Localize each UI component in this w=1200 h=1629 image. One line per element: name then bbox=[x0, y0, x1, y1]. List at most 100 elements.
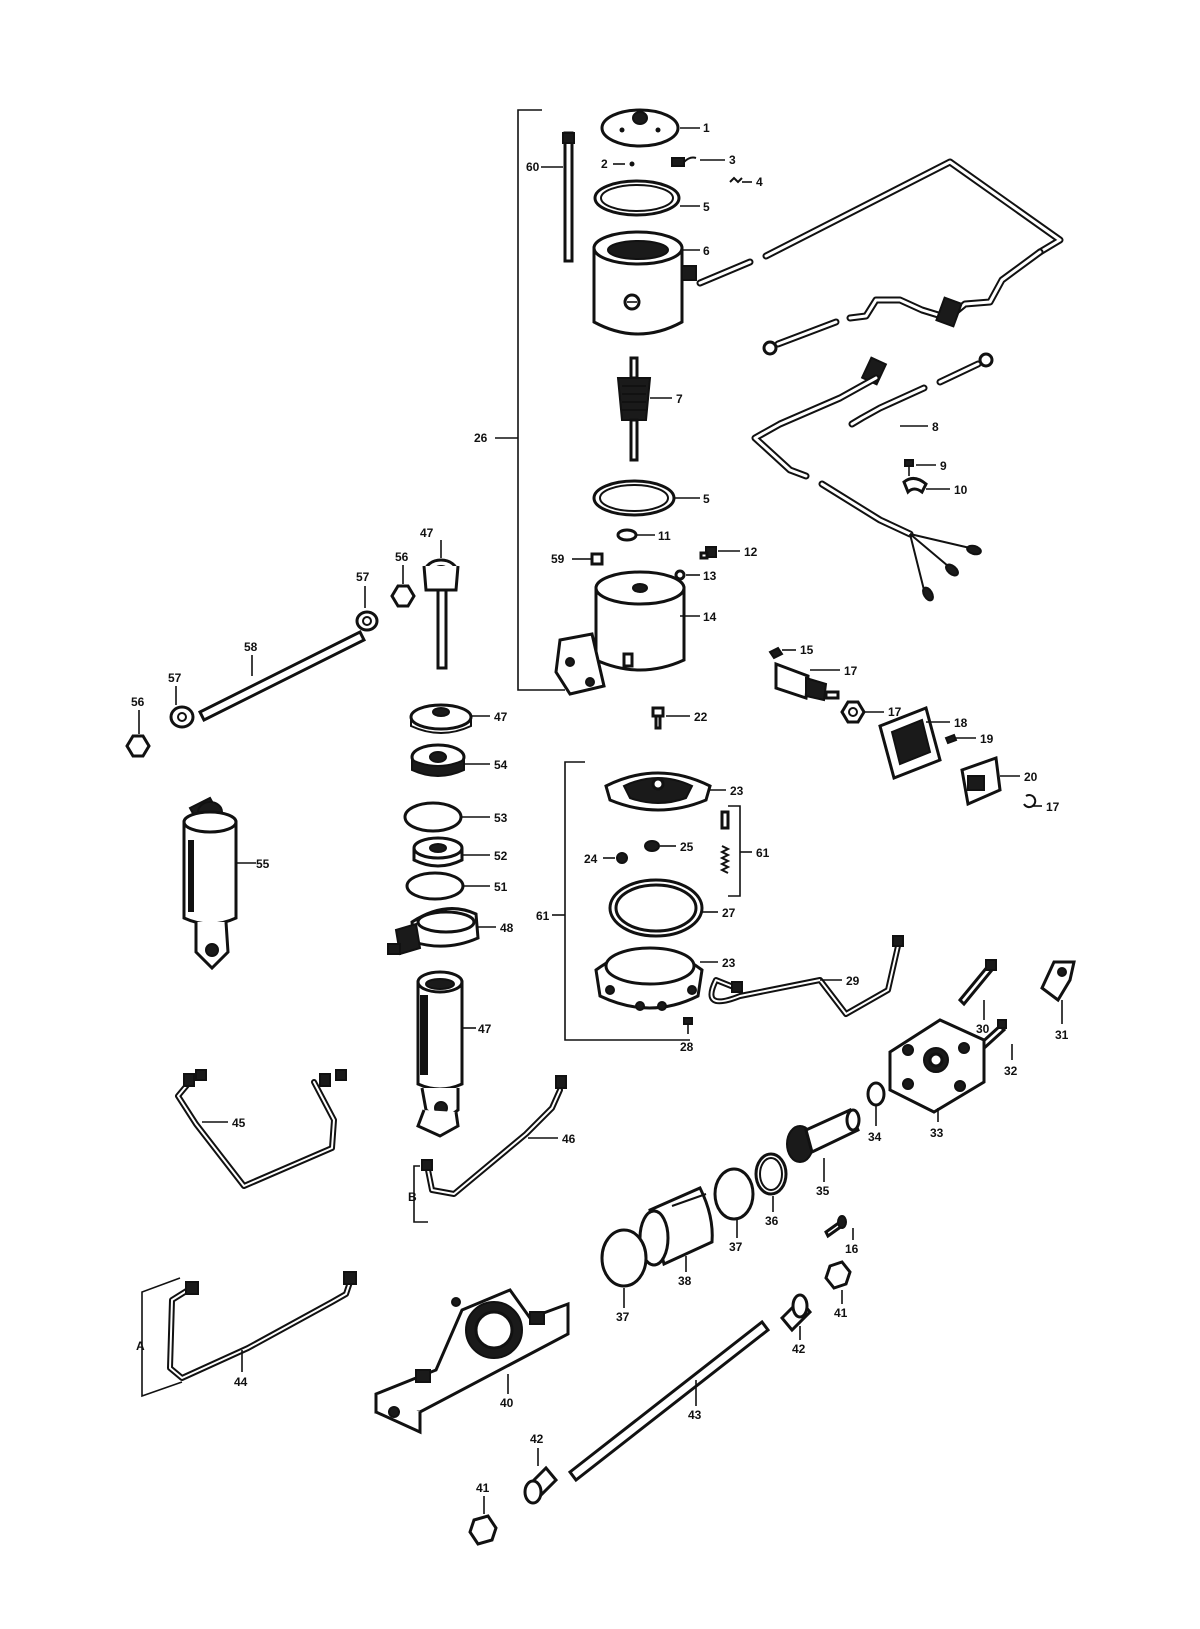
bracket-61-small bbox=[728, 805, 741, 897]
part-18-mounting-plate bbox=[878, 705, 942, 781]
part-28-screw bbox=[683, 1017, 693, 1034]
part-56-nut-top bbox=[390, 584, 416, 608]
part-55-tilt-cylinder bbox=[182, 796, 238, 971]
callout-20: 20 bbox=[1024, 770, 1038, 784]
callout-42-left: 42 bbox=[530, 1432, 544, 1446]
callout-5-top: 5 bbox=[703, 200, 710, 214]
callout-17-ring: 17 bbox=[1046, 800, 1060, 814]
callout-56-top: 56 bbox=[395, 550, 409, 564]
callout-25: 25 bbox=[680, 840, 694, 854]
part-23-pump-lower bbox=[594, 946, 704, 1011]
callout-24: 24 bbox=[584, 852, 598, 866]
callout-34: 34 bbox=[868, 1130, 882, 1144]
callout-61-small: 61 bbox=[756, 846, 770, 860]
callout-51: 51 bbox=[494, 880, 508, 894]
part-30-bolt bbox=[957, 959, 997, 1007]
callout-17-nut: 17 bbox=[888, 705, 902, 719]
motor-assembly-group bbox=[495, 108, 752, 696]
callout-59: 59 bbox=[551, 552, 565, 566]
callout-4: 4 bbox=[756, 175, 763, 189]
callout-54: 54 bbox=[494, 758, 508, 772]
part-37-o-ring-right bbox=[713, 1167, 755, 1221]
callout-27: 27 bbox=[722, 906, 736, 920]
part-33-manifold-block bbox=[888, 1018, 986, 1114]
bracket-a bbox=[141, 1277, 183, 1398]
part-9-screw bbox=[904, 459, 914, 476]
callout-60: 60 bbox=[526, 160, 540, 174]
part-60-through-bolt bbox=[562, 131, 575, 263]
letter-a: A bbox=[136, 1339, 145, 1353]
callout-41-left: 41 bbox=[476, 1481, 490, 1495]
bracket-b bbox=[413, 1165, 428, 1223]
part-11-washer bbox=[616, 528, 638, 542]
part-45-hydraulic-line bbox=[175, 1069, 347, 1189]
part-24-ball bbox=[616, 852, 628, 864]
callout-8: 8 bbox=[932, 420, 939, 434]
part-10-clip bbox=[902, 477, 928, 495]
callout-41-right: 41 bbox=[834, 1306, 848, 1320]
part-47-cylinder bbox=[416, 970, 464, 1138]
callout-29: 29 bbox=[846, 974, 860, 988]
callout-47-piston: 47 bbox=[494, 710, 508, 724]
part-12-fill-plug bbox=[699, 546, 717, 560]
callout-7: 7 bbox=[676, 392, 683, 406]
part-61-spring bbox=[719, 845, 731, 874]
callout-labels: 1 2 3 4 5 6 60 7 8 26 9 10 5 11 12 59 13… bbox=[131, 121, 1069, 1495]
callout-46: 46 bbox=[562, 1132, 576, 1146]
part-3-brush bbox=[671, 157, 685, 167]
callout-47-top: 47 bbox=[420, 526, 434, 540]
part-51-o-ring bbox=[405, 871, 465, 901]
callout-6: 6 bbox=[703, 244, 710, 258]
part-25-check-valve bbox=[644, 840, 660, 852]
part-57-washer-top bbox=[355, 610, 379, 632]
part-47-ram-rod bbox=[422, 558, 460, 670]
callout-48: 48 bbox=[500, 921, 514, 935]
part-61-pin bbox=[720, 810, 730, 830]
part-29-hydraulic-line bbox=[708, 935, 904, 1017]
pump-assembly-group bbox=[552, 761, 752, 1041]
callout-52: 52 bbox=[494, 849, 508, 863]
callout-9: 9 bbox=[940, 459, 947, 473]
callout-37-left: 37 bbox=[616, 1310, 630, 1324]
part-5-o-ring-bottom bbox=[592, 479, 676, 517]
part-15-screw bbox=[768, 646, 784, 660]
callout-15: 15 bbox=[800, 643, 814, 657]
part-57-washer-left bbox=[169, 705, 195, 729]
part-19-screw bbox=[944, 733, 958, 745]
bracket-26 bbox=[517, 109, 565, 691]
part-17-o-ring bbox=[1023, 794, 1037, 809]
part-14-end-frame bbox=[554, 570, 686, 696]
part-17-nut bbox=[840, 700, 866, 724]
part-4-spring bbox=[729, 176, 743, 184]
callout-61-large: 61 bbox=[536, 909, 550, 923]
callout-53: 53 bbox=[494, 811, 508, 825]
part-41-nut-left bbox=[468, 1514, 498, 1546]
part-22-screw bbox=[651, 706, 665, 730]
part-17-trim-switch bbox=[774, 661, 840, 702]
callout-10: 10 bbox=[954, 483, 968, 497]
callout-14: 14 bbox=[703, 610, 717, 624]
callout-58: 58 bbox=[244, 640, 258, 654]
callout-11: 11 bbox=[658, 529, 671, 543]
part-52-piston bbox=[412, 836, 464, 868]
part-42-bushing-left bbox=[523, 1465, 559, 1505]
callout-30: 30 bbox=[976, 1022, 990, 1036]
callout-57-top: 57 bbox=[356, 570, 370, 584]
bracket-61 bbox=[564, 761, 690, 1041]
callout-33: 33 bbox=[930, 1126, 944, 1140]
callout-32: 32 bbox=[1004, 1064, 1018, 1078]
part-34-o-ring bbox=[866, 1081, 886, 1107]
callout-26: 26 bbox=[474, 431, 488, 445]
callout-57-left: 57 bbox=[168, 671, 182, 685]
callout-12: 12 bbox=[744, 545, 758, 559]
callout-43: 43 bbox=[688, 1408, 702, 1422]
part-47-piston bbox=[409, 703, 473, 734]
callout-5-bottom: 5 bbox=[703, 492, 710, 506]
callout-45: 45 bbox=[232, 1116, 246, 1130]
part-16-pin bbox=[824, 1215, 847, 1239]
callout-17-switch: 17 bbox=[844, 664, 858, 678]
callout-36: 36 bbox=[765, 1214, 779, 1228]
part-53-o-ring bbox=[403, 801, 463, 833]
part-41-nut-right bbox=[824, 1260, 852, 1290]
